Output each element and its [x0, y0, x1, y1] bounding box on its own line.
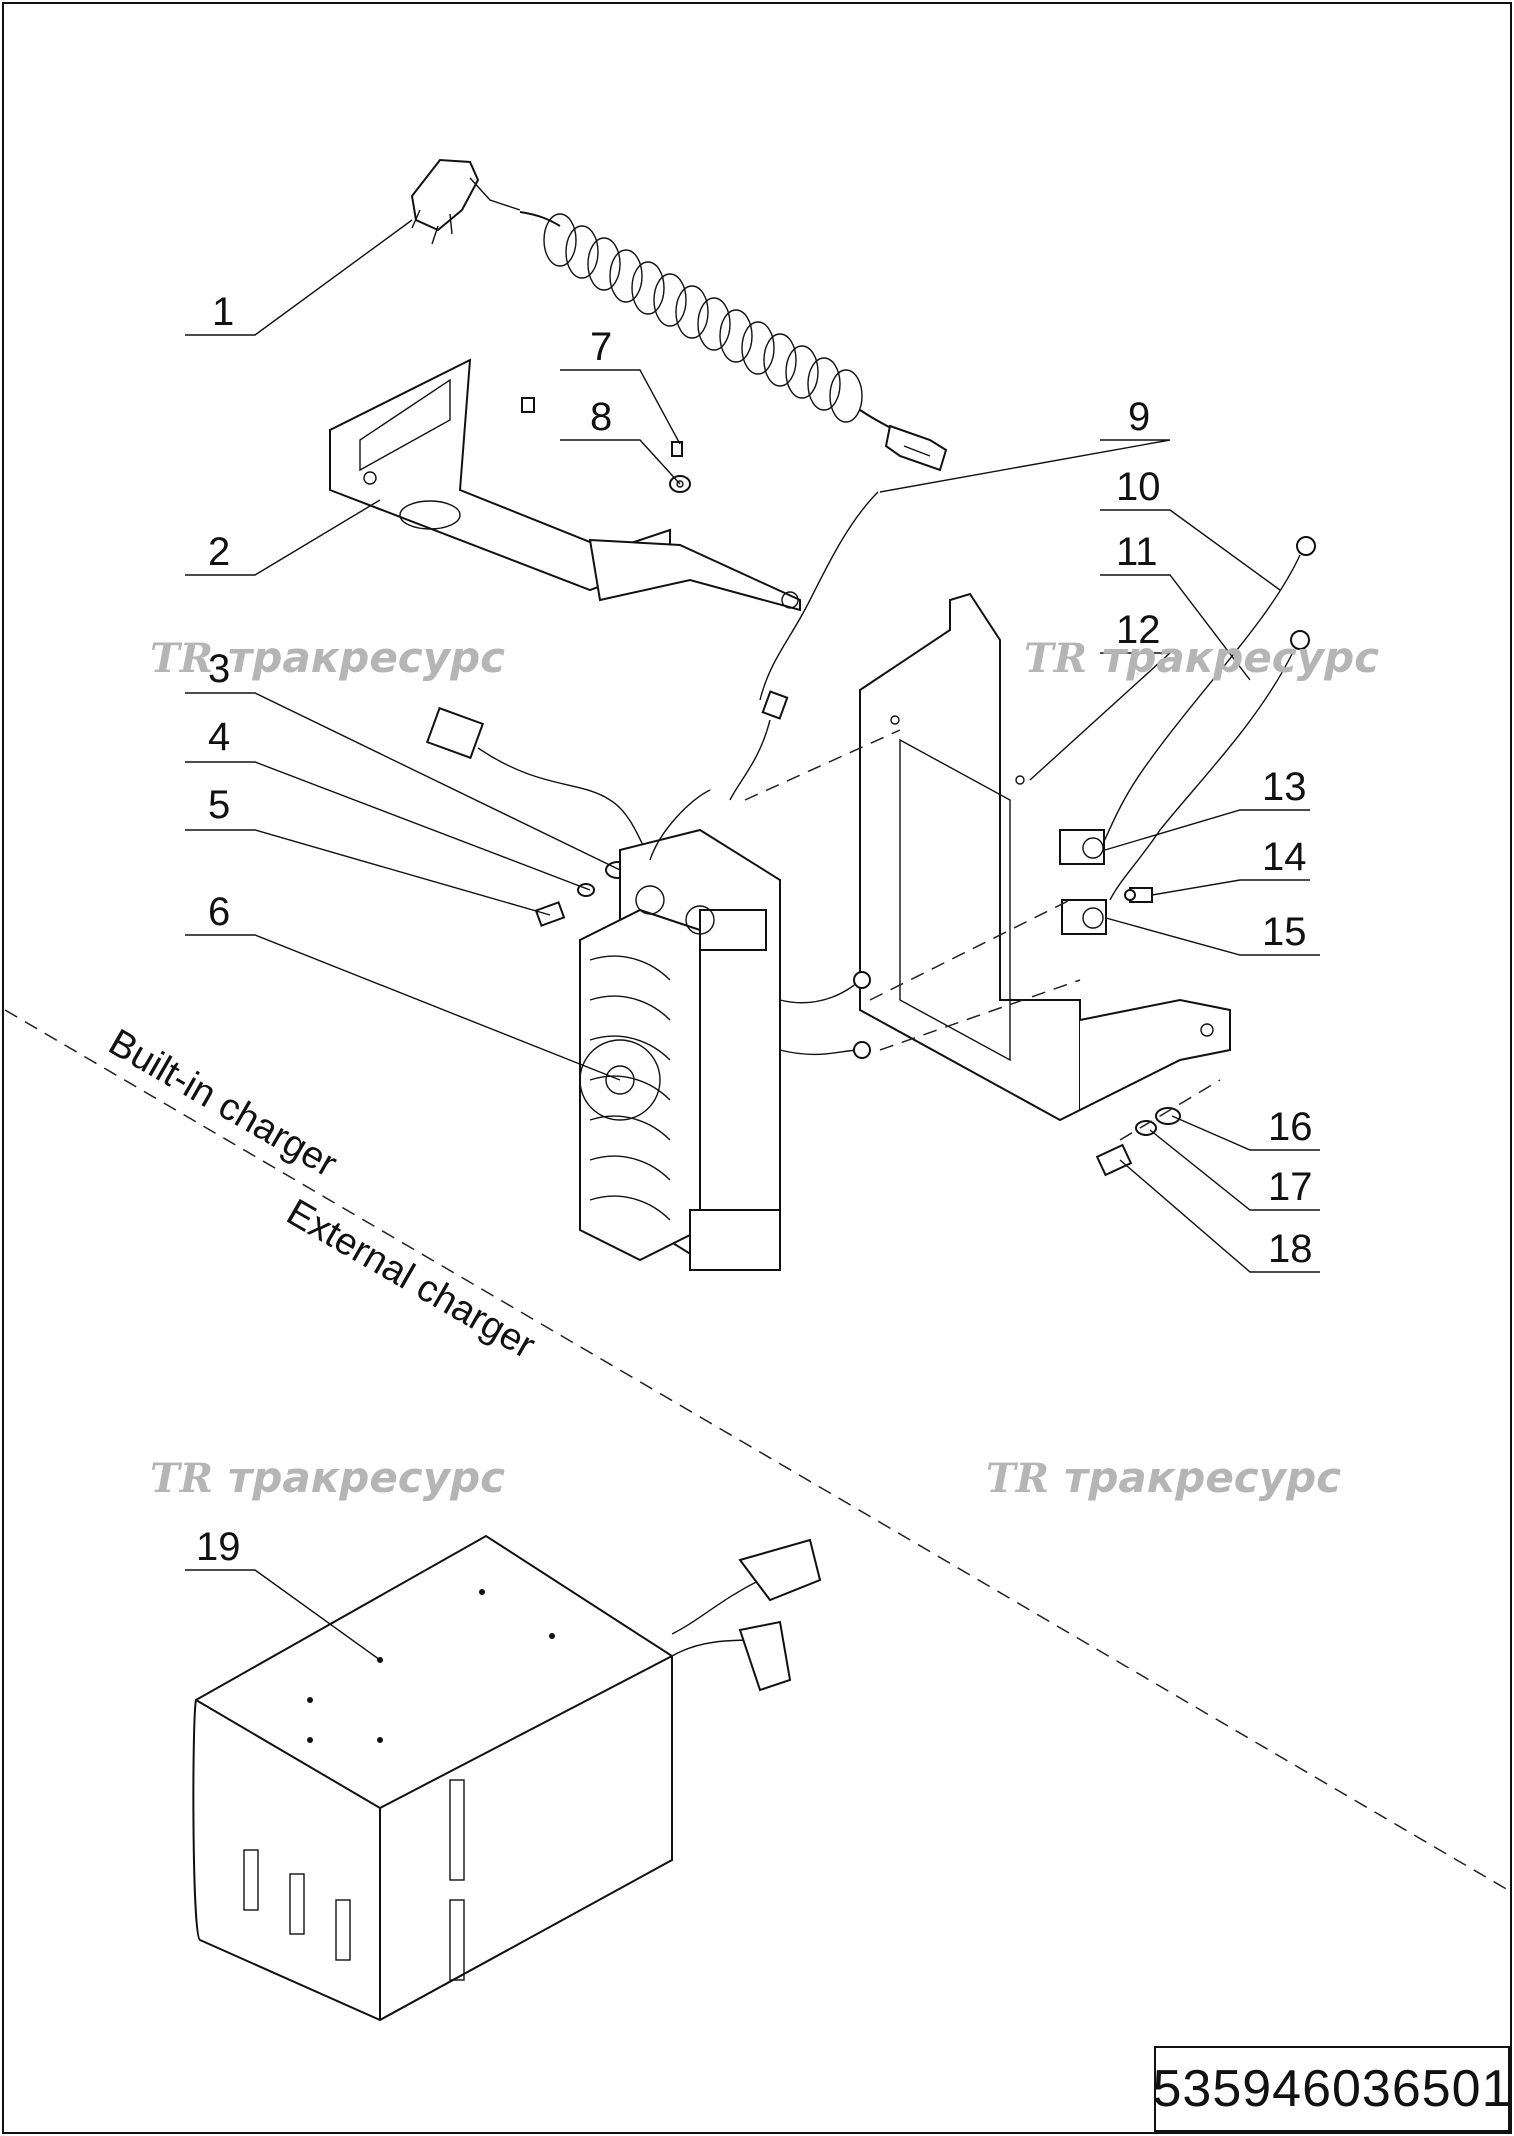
callout-15: 15: [1262, 910, 1307, 954]
section-label-external: External charger: [280, 1191, 543, 1367]
callout-7: 7: [590, 325, 612, 369]
callout-4: 4: [208, 715, 230, 759]
callout-17: 17: [1268, 1165, 1313, 1209]
svg-text:TR: TR: [1024, 635, 1087, 682]
document-number: 535946036501: [1152, 2046, 1511, 2132]
part-6-charger-module: [579, 789, 781, 1271]
callout-3: 3: [208, 647, 230, 691]
svg-text:TR: TR: [986, 1455, 1049, 1502]
watermark-bottom-left: TR тракресурс: [150, 1453, 505, 1502]
callout-11: 11: [1116, 530, 1158, 574]
part-3-5-fasteners: [534, 861, 631, 927]
part-2-bracket: [329, 358, 801, 612]
watermark-top-right: TR тракресурс: [1024, 633, 1379, 682]
watermarks: TR тракресурс TR тракресурс TR тракресур…: [150, 633, 1379, 1502]
assembly-lines: [744, 729, 1221, 1141]
callout-labels: 1 2 3 4 5 6 7 8 9 10 11 12 13 14 15 16 1…: [196, 290, 1313, 1569]
svg-text:тракресурс: тракресурс: [228, 1453, 505, 1502]
callout-5: 5: [208, 783, 230, 827]
part-1-plug-cord: [410, 158, 948, 472]
callout-9: 9: [1128, 395, 1150, 439]
svg-text:TR: TR: [150, 635, 213, 682]
callout-18: 18: [1268, 1227, 1313, 1271]
callout-6: 6: [208, 890, 230, 934]
section-divider: [4, 1009, 1509, 1891]
part-19-external-charger: [192, 1534, 822, 2022]
part-12-frame: [859, 592, 1231, 1122]
callout-19: 19: [196, 1525, 241, 1569]
callout-8: 8: [590, 395, 612, 439]
svg-text:тракресурс: тракресурс: [228, 633, 505, 682]
leader-lines: [185, 219, 1320, 1661]
part-10-11-leads: [1099, 536, 1316, 901]
charger-cable-connector: [425, 706, 651, 861]
callout-10: 10: [1116, 465, 1161, 509]
callout-14: 14: [1262, 835, 1307, 879]
watermark-bottom-right: TR тракресурс: [986, 1453, 1341, 1502]
callout-1: 1: [212, 290, 234, 334]
svg-text:тракресурс: тракресурс: [1102, 633, 1379, 682]
callout-12: 12: [1116, 608, 1161, 652]
part-16-18-fasteners: [1095, 1107, 1181, 1177]
section-label-built-in: Built-in charger: [102, 1021, 345, 1185]
callout-16: 16: [1268, 1105, 1313, 1149]
watermark-top-left: TR тракресурс: [150, 633, 505, 682]
callout-13: 13: [1262, 765, 1307, 809]
callout-2: 2: [208, 530, 230, 574]
svg-text:тракресурс: тракресурс: [1064, 1453, 1341, 1502]
svg-text:TR: TR: [150, 1455, 213, 1502]
part-9-wire: [729, 491, 879, 801]
